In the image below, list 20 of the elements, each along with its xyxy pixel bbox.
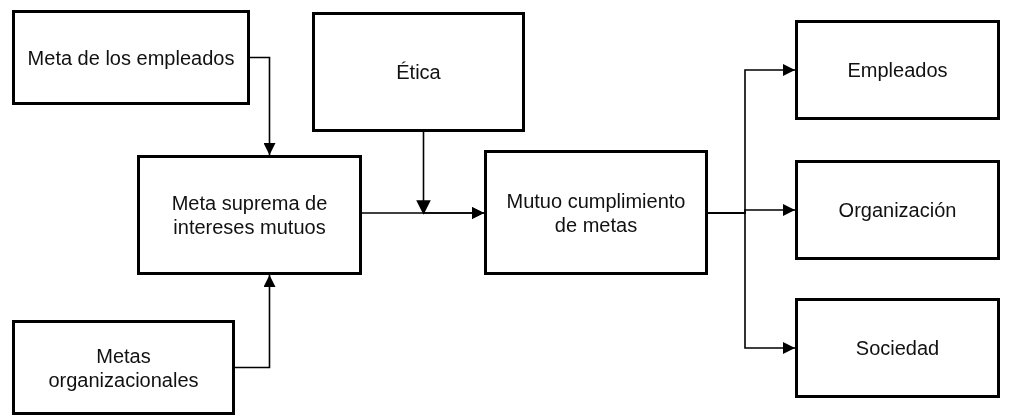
process-box [12,10,250,105]
box-label: Meta de los empleados [27,45,235,70]
arrow [707,212,796,354]
process-box [795,20,1000,120]
box-label: Ética [396,60,441,84]
process-box [795,160,1000,260]
arrow [249,56,276,156]
box-label: Empleados [847,58,948,82]
box-label: Organización [838,198,957,222]
box-label: Sociedad [855,336,940,360]
process-box [12,320,235,415]
arrow [416,131,485,219]
process-box [484,150,708,275]
box-label: Meta suprema de intereses mutuos [170,191,329,239]
process-box [312,12,525,132]
process-box [795,298,1000,398]
arrow [234,274,276,369]
box-label: Metas organizacionales [47,343,200,392]
process-box [137,155,362,275]
box-label: Mutuo cumplimiento de metas [505,188,687,237]
